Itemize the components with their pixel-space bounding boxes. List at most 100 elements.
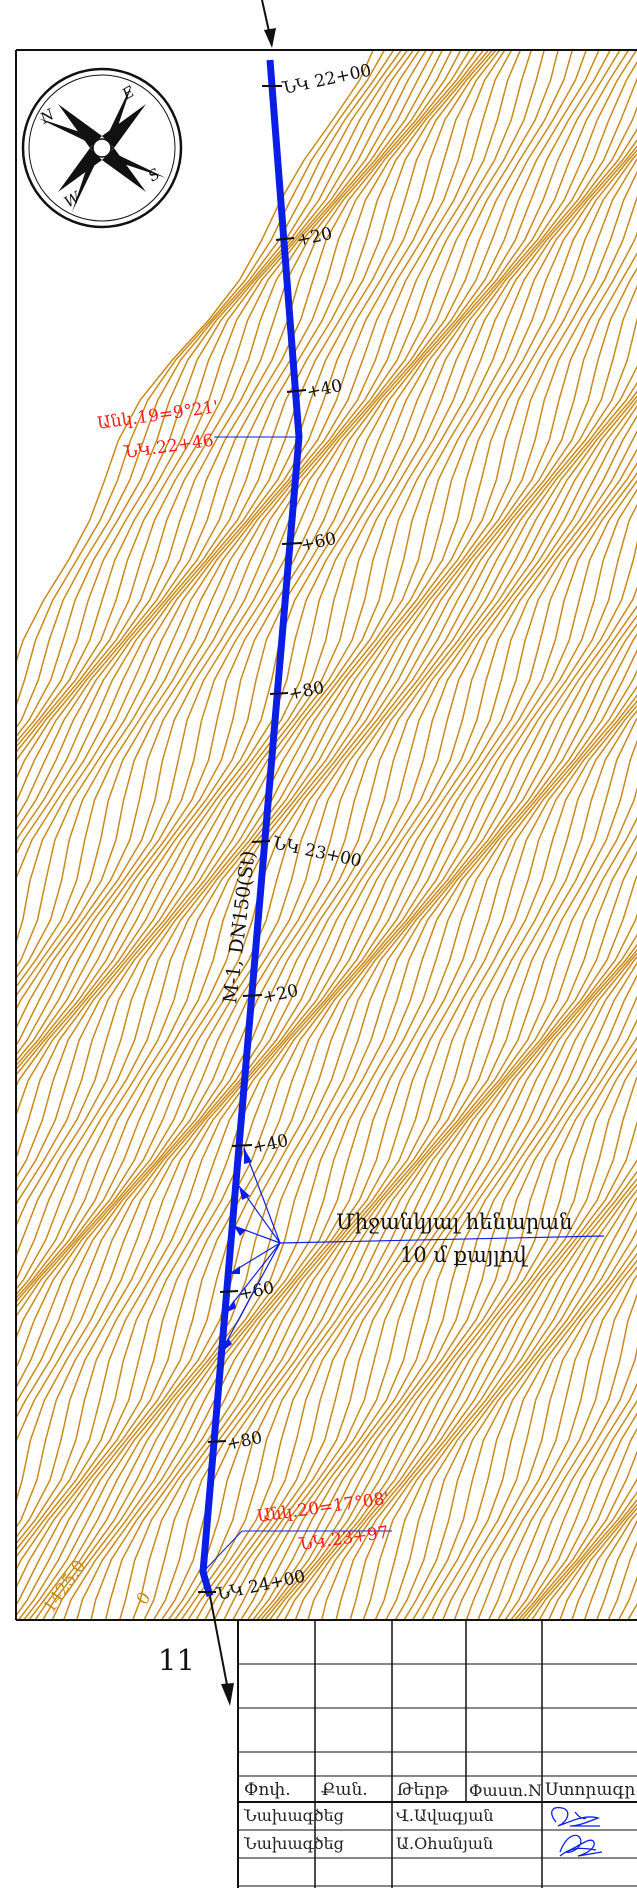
contour-line bbox=[223, 874, 637, 1620]
support-note-line2: 10 մ քայլով bbox=[400, 1243, 528, 1267]
contour-line bbox=[16, 50, 588, 1071]
tb-row1-name: Վ.Ավագյան bbox=[396, 1806, 494, 1825]
contour-line bbox=[16, 365, 637, 1446]
contour-line bbox=[51, 605, 637, 1620]
contour-line bbox=[275, 995, 637, 1620]
contour-line bbox=[583, 1512, 637, 1620]
contour-line bbox=[16, 50, 415, 749]
contour-line bbox=[16, 50, 435, 781]
tb-header-sheet: Թերթ bbox=[397, 1780, 449, 1800]
contour-line bbox=[16, 50, 444, 804]
contour-line bbox=[16, 50, 574, 1067]
contour-line bbox=[487, 1274, 637, 1620]
contour-line bbox=[16, 390, 637, 1529]
contour-line bbox=[411, 1196, 637, 1620]
contour-line bbox=[16, 50, 630, 1161]
tb-header-signature: Ստորագր. bbox=[545, 1780, 637, 1800]
contour-line bbox=[441, 1243, 637, 1620]
terrain-contours bbox=[16, 50, 637, 1620]
contour-line bbox=[251, 948, 637, 1620]
angle-19-annotation: Անկ.19=9°21' ՆԿ.22+46 bbox=[96, 397, 299, 463]
contour-line bbox=[16, 50, 479, 856]
contour-line bbox=[16, 50, 421, 754]
contour-line bbox=[16, 50, 485, 881]
contour-line bbox=[294, 1035, 637, 1620]
contour-line bbox=[16, 284, 637, 1404]
contour-line bbox=[16, 50, 621, 1118]
tb-row1-role: Նախագծեց bbox=[244, 1806, 344, 1825]
tb-header-quantity: Քան. bbox=[321, 1780, 368, 1800]
contour-line bbox=[283, 1018, 637, 1620]
contour-line bbox=[204, 834, 637, 1620]
contour-line bbox=[16, 50, 506, 998]
tb-row2-role: Նախագծեց bbox=[244, 1834, 344, 1853]
contour-line bbox=[496, 1293, 637, 1620]
contour-line bbox=[16, 50, 522, 1030]
contour-line bbox=[195, 816, 637, 1620]
station-label-2200: ՆԿ 22+00 bbox=[280, 61, 373, 99]
station-label-p60b: +60 bbox=[237, 1278, 276, 1305]
contour-line bbox=[167, 709, 637, 1620]
contour-elevation-label-2: 0 bbox=[133, 1589, 156, 1609]
contour-line bbox=[16, 430, 637, 1572]
contour-line bbox=[477, 1266, 637, 1620]
contour-line bbox=[16, 50, 545, 1057]
contour-line bbox=[62, 614, 637, 1620]
station-label-p60a: +60 bbox=[299, 529, 338, 556]
contour-line bbox=[34, 540, 637, 1620]
contour-line bbox=[465, 1259, 637, 1620]
contour-line bbox=[16, 50, 395, 730]
contour-line bbox=[173, 717, 637, 1620]
contour-line bbox=[320, 1059, 637, 1620]
contour-line bbox=[504, 1346, 637, 1620]
contour-line bbox=[384, 1177, 637, 1620]
tb-header-doc-number: Փաստ.N bbox=[469, 1781, 541, 1800]
contour-line bbox=[420, 1210, 637, 1620]
contour-line bbox=[362, 1158, 637, 1620]
next-sheet-number: 11 bbox=[158, 1643, 195, 1677]
contour-elevation-label: 1425.0 bbox=[40, 1557, 91, 1617]
contour-line bbox=[16, 414, 637, 1559]
contour-line bbox=[118, 669, 637, 1620]
contour-line bbox=[16, 60, 637, 1193]
contour-line bbox=[16, 381, 637, 1504]
contour-line bbox=[152, 700, 637, 1620]
contour-line bbox=[16, 448, 637, 1590]
contour-line bbox=[16, 231, 637, 1341]
pipeline-m1 bbox=[199, 59, 303, 1597]
station-label-p80a: +80 bbox=[287, 678, 326, 705]
angle-19-station: ՆԿ.22+46 bbox=[122, 431, 215, 463]
contour-line bbox=[16, 50, 513, 1012]
contour-line bbox=[16, 317, 637, 1420]
contour-line bbox=[16, 170, 637, 1309]
tb-header-change: Փոփ. bbox=[244, 1780, 291, 1800]
contour-line bbox=[187, 786, 637, 1620]
contour-line bbox=[255, 952, 637, 1620]
contour-line bbox=[16, 50, 501, 989]
contour-line bbox=[16, 50, 498, 980]
title-block-grid bbox=[237, 1620, 637, 1888]
continuation-arrow-line bbox=[209, 1595, 229, 1691]
contour-line bbox=[335, 1076, 637, 1620]
contour-line bbox=[232, 912, 637, 1620]
contour-line bbox=[180, 739, 637, 1620]
contour-line bbox=[16, 158, 637, 1303]
contour-line bbox=[16, 195, 637, 1318]
contour-line bbox=[349, 1120, 637, 1620]
contour-line bbox=[16, 395, 637, 1539]
tb-row2-name: Ա.Օհանյան bbox=[396, 1834, 494, 1853]
support-note-line1: Միջանկյալ հենարան bbox=[336, 1210, 573, 1234]
contour-line bbox=[307, 1047, 637, 1620]
contour-line bbox=[16, 153, 637, 1300]
contour-line bbox=[16, 267, 637, 1390]
contour-line bbox=[16, 252, 637, 1370]
contour-line bbox=[16, 50, 533, 1047]
contour-line bbox=[16, 50, 637, 1180]
station-label-p40a: +40 bbox=[305, 376, 344, 403]
contour-line bbox=[16, 50, 428, 763]
contour-line bbox=[16, 471, 637, 1617]
contour-line bbox=[246, 943, 637, 1620]
contour-line bbox=[16, 145, 637, 1291]
contour-line bbox=[431, 1228, 637, 1620]
